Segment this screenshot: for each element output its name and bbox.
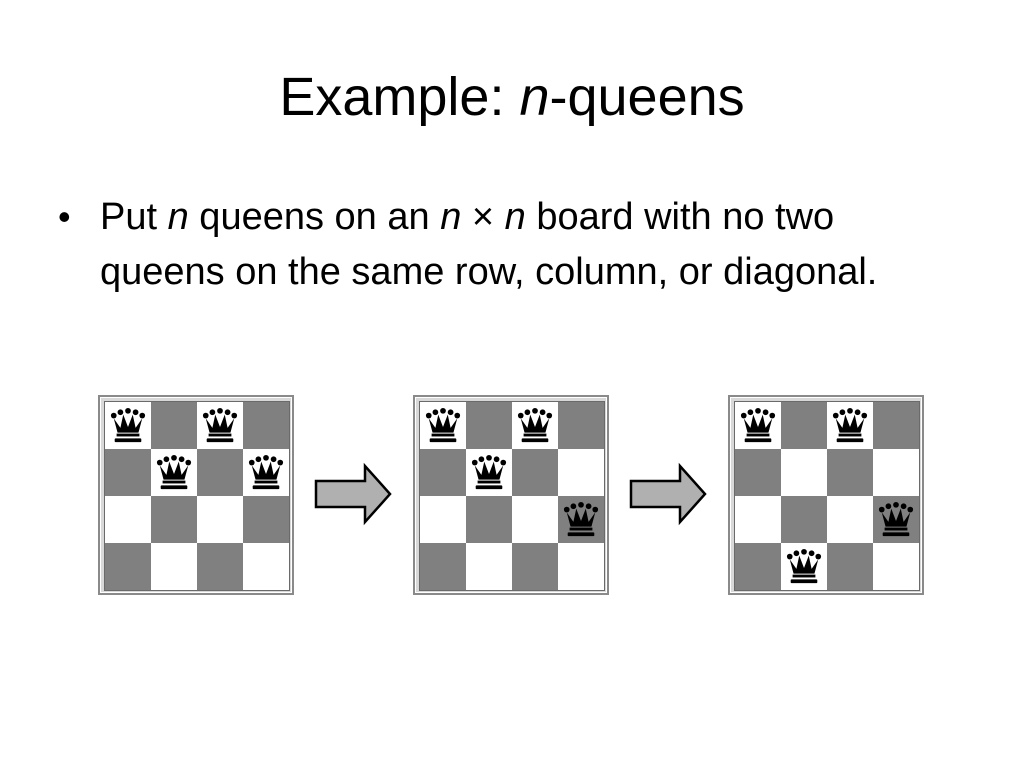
board-square [420, 543, 466, 590]
bullet-part-1: Put [100, 196, 168, 238]
board-square [243, 402, 289, 449]
board-square [558, 496, 604, 543]
queen-icon [739, 407, 777, 445]
board-square [512, 496, 558, 543]
title-suffix: -queens [549, 67, 745, 127]
queen-icon [109, 407, 147, 445]
board-square [873, 496, 919, 543]
right-arrow-icon [629, 462, 707, 526]
board-square [243, 543, 289, 590]
board-square [735, 402, 781, 449]
board-square [735, 496, 781, 543]
board-square [781, 449, 827, 496]
board-square [827, 449, 873, 496]
queen-icon [155, 454, 193, 492]
board-square [873, 402, 919, 449]
chess-board-1 [98, 395, 294, 595]
board-square [873, 449, 919, 496]
board-square [558, 402, 604, 449]
board-square [197, 496, 243, 543]
board-square [466, 449, 512, 496]
queen-icon [424, 407, 462, 445]
board-square [827, 402, 873, 449]
board-square [735, 543, 781, 590]
bullet-text: Put n queens on an n × n board with no t… [100, 190, 940, 300]
queen-icon [877, 501, 915, 539]
board-square [420, 449, 466, 496]
board-square [420, 402, 466, 449]
board-square [512, 449, 558, 496]
board-grid [104, 401, 290, 591]
board-square [558, 543, 604, 590]
slide-title: Example: n-queens [0, 62, 1024, 132]
queen-icon [247, 454, 285, 492]
bullet-part-4: n [440, 196, 462, 238]
board-grid [734, 401, 920, 591]
bullet-part-7: board with no two queens on the same row… [100, 196, 878, 293]
board-square [105, 543, 151, 590]
queen-icon [785, 548, 823, 586]
bullet-part-2: n [167, 196, 189, 238]
board-square [243, 496, 289, 543]
board-square [781, 402, 827, 449]
bullet-part-5: × [461, 196, 505, 238]
board-square [197, 402, 243, 449]
board-square [151, 543, 197, 590]
board-square [781, 496, 827, 543]
board-grid [419, 401, 605, 591]
board-square [827, 496, 873, 543]
queen-icon [562, 501, 600, 539]
board-square [873, 543, 919, 590]
board-square [466, 402, 512, 449]
title-prefix: Example: [279, 67, 520, 127]
queen-icon [201, 407, 239, 445]
board-square [466, 543, 512, 590]
board-square [827, 543, 873, 590]
board-square [466, 496, 512, 543]
queen-icon [470, 454, 508, 492]
queen-icon [516, 407, 554, 445]
board-square [243, 449, 289, 496]
bullet-marker: • [58, 196, 71, 237]
chess-board-3 [728, 395, 924, 595]
board-square [512, 402, 558, 449]
board-square [197, 449, 243, 496]
board-square [197, 543, 243, 590]
bullet-part-6: n [504, 196, 526, 238]
board-square [151, 496, 197, 543]
board-square [151, 402, 197, 449]
board-square [781, 543, 827, 590]
board-square [558, 449, 604, 496]
board-square [105, 449, 151, 496]
title-italic-n: n [519, 67, 550, 127]
queen-icon [831, 407, 869, 445]
board-square [105, 496, 151, 543]
board-square [512, 543, 558, 590]
right-arrow-icon [314, 462, 392, 526]
chess-board-2 [413, 395, 609, 595]
bullet-part-3: queens on an [188, 196, 441, 238]
board-square [151, 449, 197, 496]
board-square [105, 402, 151, 449]
board-square [420, 496, 466, 543]
board-square [735, 449, 781, 496]
